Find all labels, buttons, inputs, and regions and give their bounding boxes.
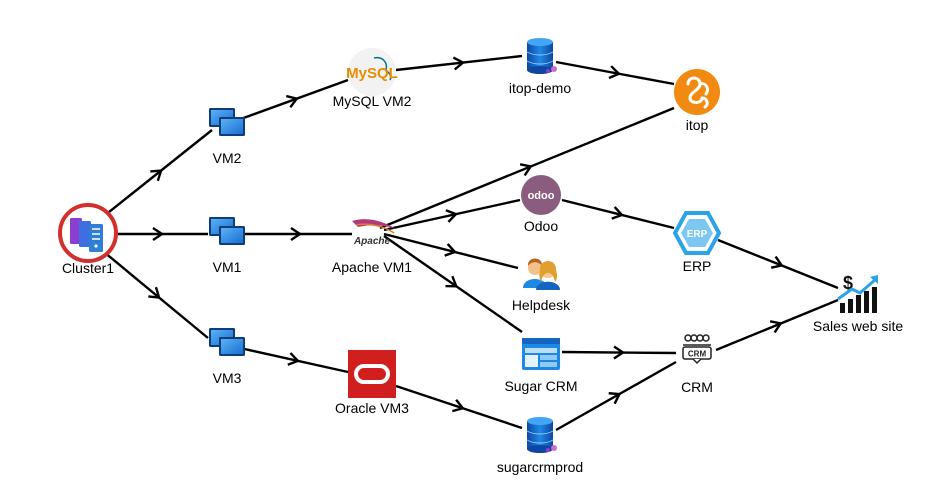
edge-arrow-apache_vm1-to-helpdesk [444, 243, 457, 257]
node-label-apache-vm1: Apache VM1 [332, 259, 412, 275]
crm-logo-text: CRM [688, 350, 707, 359]
edge-layer [103, 54, 839, 432]
edge-arrow-crm-to-sales_web_site [769, 320, 782, 334]
itop-logo-icon [674, 69, 720, 115]
edge-itop_demo-to-itop [555, 60, 675, 86]
node-label-cluster1: Cluster1 [62, 260, 114, 276]
edge-odoo-to-erp [561, 198, 675, 230]
virtual-machine-icon [209, 217, 245, 245]
node-label-oracle-vm3: Oracle VM3 [335, 400, 409, 416]
edge-vm3-to-oracle_vm3 [239, 346, 349, 374]
edge-arrow-vm3-to-oracle_vm3 [287, 352, 300, 366]
odoo-logo-text: odoo [528, 190, 555, 202]
node-label-helpdesk: Helpdesk [512, 297, 571, 313]
edge-arrow-cluster1-to-vm3 [148, 286, 161, 299]
node-helpdesk[interactable]: Helpdesk [512, 258, 571, 314]
node-crm[interactable]: CRM CRM [681, 334, 713, 395]
svg-text:$: $ [843, 273, 853, 293]
edge-vm2-to-mysql_vm2 [237, 78, 349, 122]
edge-sugarcrmprod-to-crm [555, 360, 677, 432]
edge-oracle_vm3-to-sugarcrmprod [395, 384, 523, 430]
mysql-logo-text: MySQL [346, 65, 398, 82]
edge-apache_vm1-to-itop [379, 106, 675, 230]
edge-arrow-itop_demo-to-itop [608, 65, 621, 80]
edge-arrow-apache_vm1-to-sugar_crm [445, 275, 458, 288]
edge-erp-to-sales_web_site [717, 238, 839, 290]
edge-cluster1-to-vm2 [103, 129, 213, 217]
server-cluster-icon [58, 203, 118, 263]
node-label-vm2: VM2 [213, 150, 242, 166]
node-label-crm: CRM [681, 379, 713, 395]
edge-mysql_vm2-to-itop_demo [395, 54, 523, 72]
node-mysql-vm2[interactable]: MySQL MySQL VM2 [333, 48, 412, 109]
node-erp[interactable]: ERP ERP [672, 211, 722, 274]
edge-apache_vm1-to-helpdesk [383, 232, 519, 270]
node-label-itop: itop [686, 117, 709, 133]
erp-logo-text: ERP [687, 229, 708, 240]
edge-arrow-mysql_vm2-to-itop_demo [452, 56, 465, 71]
node-oracle-vm3[interactable]: Oracle VM3 [335, 350, 409, 416]
edge-arrow-vm1-to-apache_vm1 [290, 227, 302, 241]
node-apache-vm1[interactable]: Apache Apache VM1 [332, 219, 412, 275]
erp-hexagon-icon: ERP [672, 211, 722, 255]
crm-people-icon: CRM [682, 334, 712, 365]
database-icon [526, 417, 557, 453]
apache-logo-icon: Apache [352, 219, 396, 247]
node-label-odoo: Odoo [524, 218, 558, 234]
edge-arrow-apache_vm1-to-itop [519, 163, 532, 177]
edge-arrow-apache_vm1-to-odoo [445, 209, 458, 223]
edge-apache_vm1-to-sugar_crm [383, 235, 523, 333]
node-vm3[interactable]: VM3 [209, 328, 245, 386]
virtual-machine-icon [209, 328, 245, 356]
edge-apache_vm1-to-odoo [383, 198, 521, 232]
people-icon [523, 258, 560, 290]
node-vm1[interactable]: VM1 [209, 217, 245, 275]
edge-arrow-odoo-to-erp [611, 206, 624, 220]
node-label-sugarcrmprod: sugarcrmprod [497, 459, 583, 475]
node-label-sugar-crm: Sugar CRM [504, 378, 577, 394]
node-itop-demo[interactable]: itop-demo [509, 38, 571, 96]
edge-arrow-cluster1-to-vm2 [150, 169, 163, 182]
node-vm2[interactable]: VM2 [209, 108, 245, 166]
node-itop[interactable]: itop [674, 69, 720, 133]
node-odoo[interactable]: odoo Odoo [521, 175, 561, 234]
node-label-itop-demo: itop-demo [509, 80, 571, 96]
edge-arrow-vm2-to-mysql_vm2 [285, 94, 298, 109]
node-label-vm3: VM3 [213, 370, 242, 386]
node-cluster1[interactable]: Cluster1 [58, 203, 118, 276]
node-sugarcrmprod[interactable]: sugarcrmprod [497, 417, 583, 475]
sales-chart-icon: $ [837, 273, 878, 313]
edge-arrow-oracle_vm3-to-sugarcrmprod [452, 398, 464, 413]
node-label-vm1: VM1 [213, 259, 242, 275]
database-icon [526, 38, 557, 74]
odoo-logo-icon: odoo [521, 175, 561, 215]
node-sugar-crm[interactable]: Sugar CRM [504, 338, 578, 394]
oracle-logo-icon [348, 350, 396, 398]
apache-logo-text: Apache [353, 236, 391, 247]
virtual-machine-icon [209, 108, 245, 136]
edge-arrow-sugar_crm-to-crm [613, 345, 625, 360]
mysql-logo-icon: MySQL [346, 48, 398, 96]
node-label-erp: ERP [683, 258, 712, 274]
edge-sugar_crm-to-crm [561, 350, 677, 355]
node-label-sales-web-site: Sales web site [813, 318, 903, 334]
edge-arrow-erp-to-sales_web_site [770, 255, 783, 269]
edge-crm-to-sales_web_site [715, 298, 839, 352]
node-sales-web-site[interactable]: $ Sales web site [813, 273, 903, 334]
node-label-mysql-vm2: MySQL VM2 [333, 93, 412, 109]
edge-arrow-cluster1-to-vm1 [152, 227, 164, 241]
edge-arrow-sugarcrmprod-to-crm [608, 392, 621, 405]
web-app-icon [522, 338, 560, 370]
edge-cluster1-to-vm3 [103, 251, 209, 339]
